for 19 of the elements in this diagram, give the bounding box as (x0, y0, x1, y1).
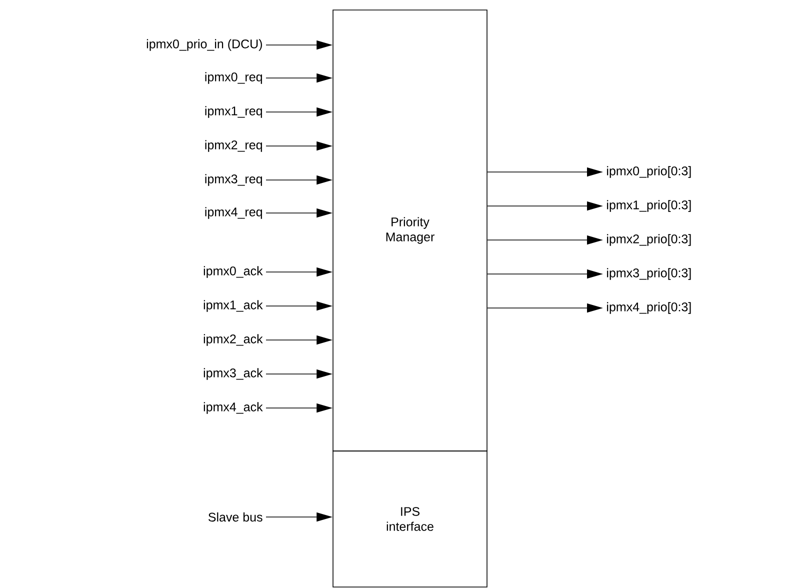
signal-label: ipmx0_req (205, 72, 262, 84)
signal-label: ipmx3_ack (204, 368, 263, 380)
signal-label: ipmx2_req (205, 140, 262, 152)
signal-label: ipmx0_ack (204, 266, 263, 278)
signal-label: ipmx3_req (205, 174, 262, 186)
signal-label: Slave bus (208, 512, 262, 522)
signal-label: ipmx4_prio[0:3] (607, 302, 691, 314)
signal-label: ipmx4_req (205, 207, 262, 219)
signal-label: ipmx4_ack (204, 402, 263, 414)
signal-label: ipmx0_prio_in (DCU) (146, 39, 262, 51)
signal-label: ipmx0_prio[0:3] (607, 166, 691, 178)
signal-label: ipmx1_prio[0:3] (607, 200, 691, 212)
block-box: IPS interface (332, 450, 488, 588)
signal-label: ipmx1_req (205, 106, 262, 118)
signal-label: ipmx2_prio[0:3] (607, 234, 691, 246)
signal-label: ipmx3_prio[0:3] (607, 268, 691, 280)
signal-label: ipmx1_ack (204, 300, 263, 312)
block-box: Priority Manager (332, 10, 488, 452)
signal-label: ipmx2_ack (204, 334, 263, 346)
